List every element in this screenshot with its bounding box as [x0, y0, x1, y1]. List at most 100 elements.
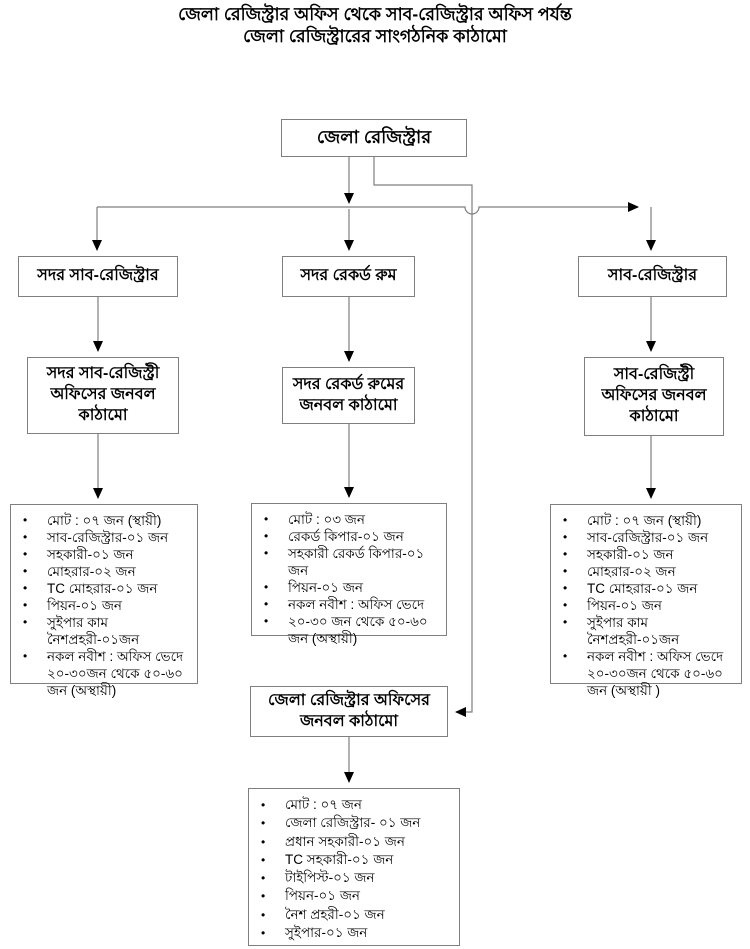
list-item-text: TC মোহরার-০১ জন [47, 581, 158, 596]
list-item-text: সুইপার-০১ জন [285, 925, 368, 941]
list-item-text: মোট : ০৭ জন [285, 797, 362, 812]
list-item-text: নৈশ প্রহরী-০১ জন [285, 906, 385, 922]
bullet-icon: • [563, 547, 568, 561]
list-item: • পিয়ন-০১ জন [249, 887, 457, 905]
list-item-text: পিয়ন-০১ জন [47, 598, 122, 613]
list-item: • নকল নবীশ : অফিস ভেদে ২০-৩০জন থেকে ৫০-৬০… [551, 648, 739, 699]
list-item-text: সাব-রেজিস্ট্রার-০১ জন [47, 530, 169, 545]
list-item: • সহকারী রেকর্ড কিপার-০১ জন [252, 545, 444, 579]
node-sub-registrar: সাব-রেজিস্ট্রার [578, 256, 727, 297]
list-item: • নকল নবীশ : অফিস ভেদে [252, 596, 444, 613]
bullet-icon: • [23, 598, 28, 612]
list-item: • রেকর্ড কিপার-০১ জন [252, 528, 444, 545]
list-item-text: মোট : ০৭ জন (স্থায়ী) [47, 513, 162, 528]
list-item: • টাইপিস্ট-০১ জন [249, 869, 457, 887]
list-item-text: নকল নবীশ : অফিস ভেদে ২০-৩০জন থেকে ৫০-৬০ … [47, 649, 184, 698]
list-item-text: সহকারী রেকর্ড কিপার-০১ জন [288, 546, 425, 578]
list-item: •মোহরার-০২ জন [11, 563, 195, 580]
list-item: •সহকারী-০১ জন [551, 546, 739, 563]
list-item: • প্রধান সহকারী-০১ জন [249, 833, 457, 851]
bullet-icon: • [23, 513, 28, 527]
list-item-text: প্রধান সহকারী-০১ জন [285, 833, 405, 849]
bullet-icon: • [264, 529, 269, 543]
diagram-title-line2: জেলা রেজিস্ট্রারের সাংগঠনিক কাঠামো [243, 26, 507, 46]
bullet-icon: • [563, 615, 568, 629]
list-item: • TC সহকারী-০১ জন [249, 851, 457, 869]
bullet-icon: • [261, 834, 266, 849]
bullet-icon: • [264, 512, 269, 526]
list-item-text: TC মোহরার-০১ জন [587, 581, 698, 596]
list-item-text: সুইপার কাম নৈশপ্রহরী-০১জন [587, 615, 680, 647]
bullet-icon: • [23, 615, 28, 629]
list-item: • সাব-রেজিস্ট্রার-০১ জন [11, 529, 195, 546]
list-item: • মোহরার-০২ জন [551, 563, 739, 580]
diagram-title-line1: জেলা রেজিস্ট্রার অফিস থেকে সাব-রেজিস্ট্র… [178, 4, 572, 24]
list-item: • সুইপার কাম নৈশপ্রহরী-০১জন [11, 614, 195, 648]
node-sadar-sub-registrar: সদর সাব-রেজিস্ট্রার [18, 256, 178, 297]
list-item: • TC মোহরার-০১ জন [11, 580, 195, 597]
list-item: • মোট : ০৩ জন [252, 511, 444, 528]
bullet-icon: • [23, 530, 28, 544]
bullet-icon: • [23, 581, 28, 595]
bullet-icon: • [563, 513, 568, 527]
bullet-icon: • [23, 649, 28, 663]
list-item-text: মোট : ০৭ জন (স্থায়ী) [587, 513, 702, 528]
node-sub-registry-office-staff: সাব-রেজিস্ট্রী অফিসের জনবল কাঠামো [584, 357, 724, 436]
bullet-icon: • [563, 530, 568, 544]
bullet-icon: • [563, 598, 568, 612]
list-item-text: মোহরার-০২ জন [47, 564, 136, 579]
list-item: •২০-৩০ জন থেকে ৫০-৬০ জন (অস্থায়ী) [252, 613, 444, 647]
node-sadar-sub-registry-office-staff: সদর সাব-রেজিস্ট্রী অফিসের জনবল কাঠামো [27, 357, 179, 434]
list-item-text: পিয়ন-০১ জন [587, 598, 662, 613]
list-item-text: মোট : ০৩ জন [288, 512, 365, 527]
bullet-icon: • [264, 597, 269, 611]
list-item-text: TC সহকারী-০১ জন [285, 851, 394, 867]
list-item: • মোট : ০৭ জন [249, 796, 457, 814]
node-sadar-record-room: সদর রেকর্ড রুম [282, 256, 415, 297]
staff-list-sub-registry: • মোট : ০৭ জন (স্থায়ী) • সাব-রেজিস্ট্রার-০… [550, 504, 742, 698]
staff-list-sadar-sub-registry: • মোট : ০৭ জন (স্থায়ী) • সাব-রেজিস্ট্রার-০… [10, 504, 198, 698]
bullet-icon: • [261, 871, 266, 886]
diagram-title: জেলা রেজিস্ট্রার অফিস থেকে সাব-রেজিস্ট্র… [0, 3, 750, 47]
list-item: • সুইপার কাম নৈশপ্রহরী-০১জন [551, 614, 739, 648]
list-item-text: নকল নবীশ : অফিস ভেদে [288, 597, 425, 612]
bullet-icon: • [563, 581, 568, 595]
bullet-icon: • [261, 926, 266, 941]
list-item: • মোট : ০৭ জন (স্থায়ী) [11, 512, 195, 529]
staff-list-district-registrar-office: •মোট : ০৭ জন•জেলা রেজিস্ট্রার- ০১ জন•প্র… [248, 788, 460, 946]
list-item: • TC মোহরার-০১ জন [551, 580, 739, 597]
bullet-icon: • [563, 649, 568, 663]
list-item-text: জেলা রেজিস্ট্রার- ০১ জন [285, 815, 421, 831]
staff-list-sadar-record-room: • মোট : ০৩ জন • রেকর্ড কিপার-০১ জন • সহকারী র… [251, 503, 447, 646]
list-item-text: সহকারী-০১ জন [47, 547, 134, 562]
bullet-icon: • [261, 907, 266, 922]
node-district-registrar-office-staff: জেলা রেজিস্ট্রার অফিসের জনবল কাঠামো [250, 686, 448, 737]
node-district-registrar: জেলা রেজিস্ট্রার [281, 119, 467, 157]
list-item-text: ২০-৩০ জন থেকে ৫০-৬০ জন (অস্থায়ী) [288, 614, 428, 646]
node-sadar-record-room-staff: সদর রেকর্ড রুমের জনবল কাঠামো [282, 367, 415, 424]
list-item-text: রেকর্ড কিপার-০১ জন [288, 529, 404, 544]
list-item: •জেলা রেজিস্ট্রার- ০১ জন [249, 814, 457, 832]
bullet-icon: • [563, 564, 568, 578]
bullet-icon: • [261, 889, 266, 904]
bullet-icon: • [261, 852, 266, 867]
bullet-icon: • [261, 798, 266, 812]
bullet-icon: • [23, 547, 28, 561]
list-item-text: সাব-রেজিস্ট্রার-০১ জন [587, 530, 709, 545]
list-item: • পিয়ন-০১ জন [11, 597, 195, 614]
list-item-text: মোহরার-০২ জন [587, 564, 676, 579]
list-item-text: নকল নবীশ : অফিস ভেদে ২০-৩০জন থেকে ৫০-৬০ … [587, 649, 724, 698]
list-item: • সুইপার-০১ জন [249, 924, 457, 942]
list-item: • নকল নবীশ : অফিস ভেদে ২০-৩০জন থেকে ৫০-৬০… [11, 648, 195, 699]
bullet-icon: • [264, 580, 269, 594]
list-item: • পিয়ন-০১ জন [551, 597, 739, 614]
list-item: • সাব-রেজিস্ট্রার-০১ জন [551, 529, 739, 546]
list-item: • মোট : ০৭ জন (স্থায়ী) [551, 512, 739, 529]
list-item: •পিয়ন-০১ জন [252, 579, 444, 596]
list-item-text: সুইপার কাম নৈশপ্রহরী-০১জন [47, 615, 140, 647]
list-item-text: পিয়ন-০১ জন [285, 888, 360, 904]
list-item: • নৈশ প্রহরী-০১ জন [249, 906, 457, 924]
bullet-icon: • [264, 546, 269, 560]
list-item-text: টাইপিস্ট-০১ জন [285, 870, 375, 886]
